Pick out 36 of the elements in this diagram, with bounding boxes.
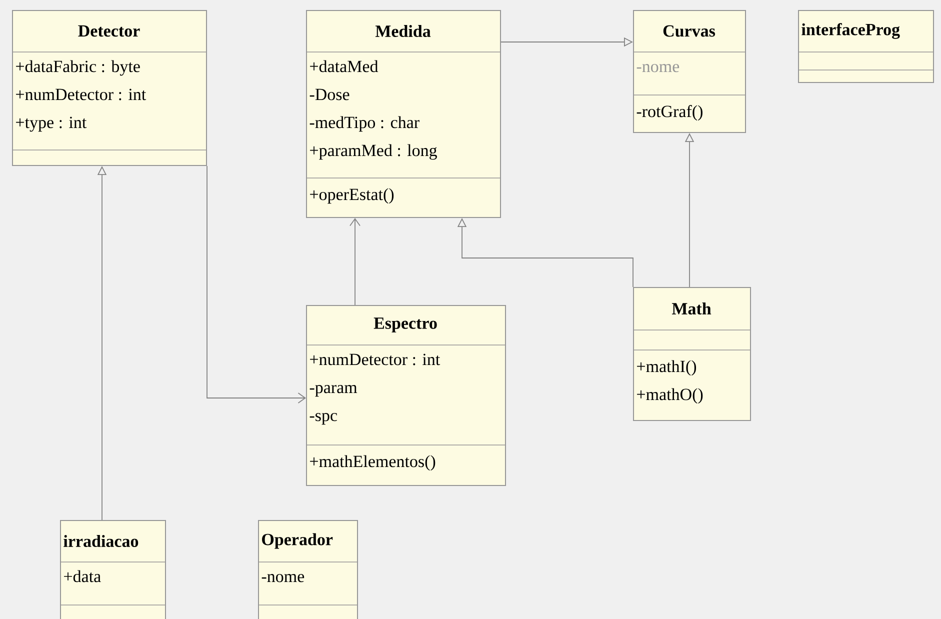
class-name: Medida [375, 25, 431, 37]
class-box [258, 520, 358, 619]
attribute-text: +numDetector : int [310, 354, 440, 366]
class-name: Math [672, 302, 712, 314]
class-box [632, 287, 751, 421]
class-box [12, 10, 207, 166]
class-name: Detector [78, 25, 140, 37]
arrow [350, 218, 360, 306]
attribute-text: -nome [636, 64, 680, 72]
method-text: +mathElementos() [310, 455, 436, 471]
attribute-text: +dataFabric : byte [16, 60, 140, 76]
class-name: interfaceProg [802, 23, 900, 39]
attribute-text: +data [64, 570, 101, 582]
attribute-text: +numDetector : int [16, 88, 146, 100]
class-name: Curvas [663, 25, 716, 37]
attribute-text: -nome [262, 574, 304, 582]
class-name: irradiacao [64, 535, 138, 547]
attribute-text: +dataMed [310, 60, 378, 72]
class-box [306, 305, 506, 486]
attribute-text: -spc [310, 413, 337, 425]
attribute-text: -medTipo : char [310, 116, 420, 132]
attribute-text: -Dose [310, 88, 350, 100]
method-text: +operEstat() [310, 188, 394, 204]
class-name: Espectro [374, 318, 437, 332]
method-text: +mathO() [637, 388, 703, 404]
class-box [632, 10, 746, 133]
class-name: Operador [262, 533, 333, 549]
class-box [306, 10, 501, 218]
method-text: -rotGraf() [636, 105, 702, 121]
attribute-text: +type : int [16, 116, 87, 132]
class-box [798, 10, 934, 83]
attribute-text: +paramMed : long [310, 144, 437, 160]
class-box [60, 520, 166, 619]
attribute-text: -param [310, 385, 358, 397]
arrow [206, 166, 306, 404]
method-text: +mathI() [637, 360, 696, 376]
